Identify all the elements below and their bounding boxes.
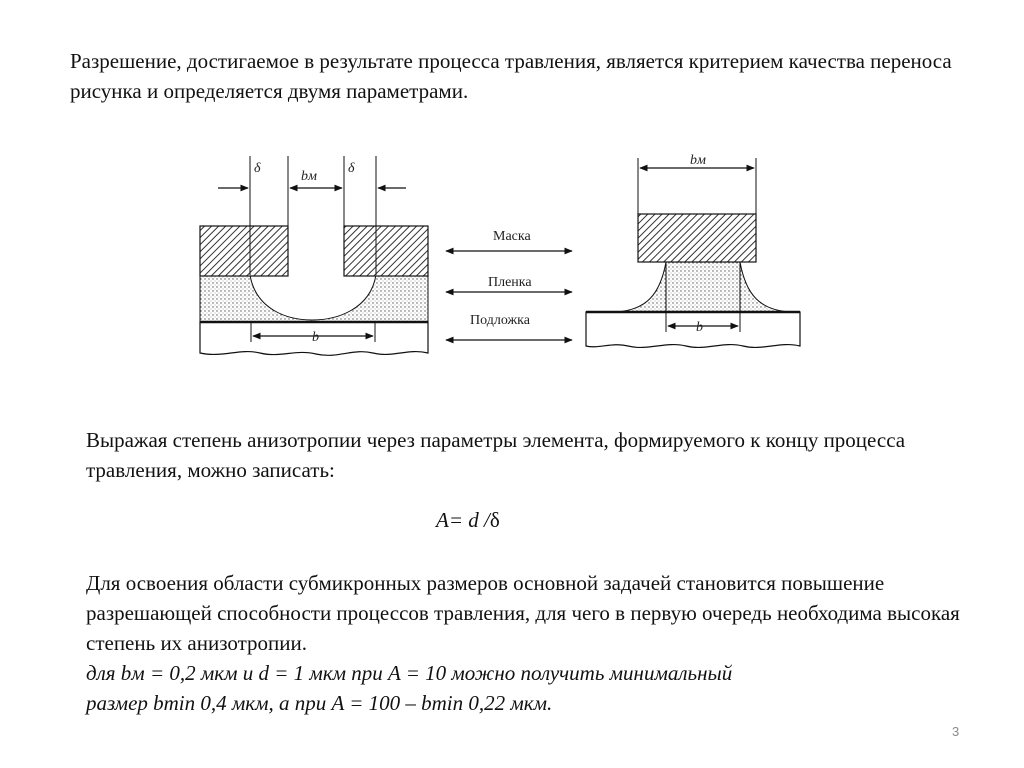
etching-profile-diagram: δ δ bм b Маска Пленка Подложка bм b bbox=[199, 153, 801, 356]
example-line-1: для bм = 0,2 мкм и d = 1 мкм при A = 10 … bbox=[86, 661, 733, 685]
delta-label-left: δ bbox=[254, 161, 261, 176]
anisotropy-paragraph: Выражая степень анизотропии через параме… bbox=[86, 428, 906, 482]
layer-labels: Маска Пленка Подложка bbox=[445, 229, 573, 344]
bm-label-left: bм bbox=[301, 169, 317, 184]
film-label: Пленка bbox=[488, 275, 532, 290]
isotropic-profile: δ δ bм b bbox=[199, 156, 429, 356]
intro-paragraph: Разрешение, достигаемое в результате про… bbox=[70, 49, 952, 103]
delta-label-right: δ bbox=[348, 161, 355, 176]
b-label-right: b bbox=[696, 320, 703, 335]
anisotropy-formula: A= d /δ bbox=[436, 506, 500, 534]
mask-label: Маска bbox=[493, 229, 531, 244]
page-number: 3 bbox=[952, 724, 960, 739]
bm-label-right: bм bbox=[690, 153, 706, 168]
formula-main: A= d / bbox=[436, 508, 490, 532]
mask-block-right bbox=[637, 213, 757, 263]
submicron-paragraph: Для освоения области субмикронных размер… bbox=[86, 568, 966, 718]
substrate-right bbox=[585, 311, 801, 349]
anisotropic-profile: bм b bbox=[585, 153, 801, 349]
film-layer-left bbox=[199, 274, 429, 323]
submicron-text: Для освоения области субмикронных размер… bbox=[86, 571, 960, 655]
substrate-label: Подложка bbox=[470, 313, 531, 328]
formula-delta: δ bbox=[489, 508, 500, 532]
example-line-2: размер bmin 0,4 мкм, а при A = 100 – bmi… bbox=[86, 691, 553, 715]
mask-block-left-b bbox=[343, 225, 429, 277]
b-label-left: b bbox=[312, 330, 319, 345]
film-layer-right bbox=[615, 261, 791, 313]
mask-block-left-a bbox=[199, 225, 289, 277]
